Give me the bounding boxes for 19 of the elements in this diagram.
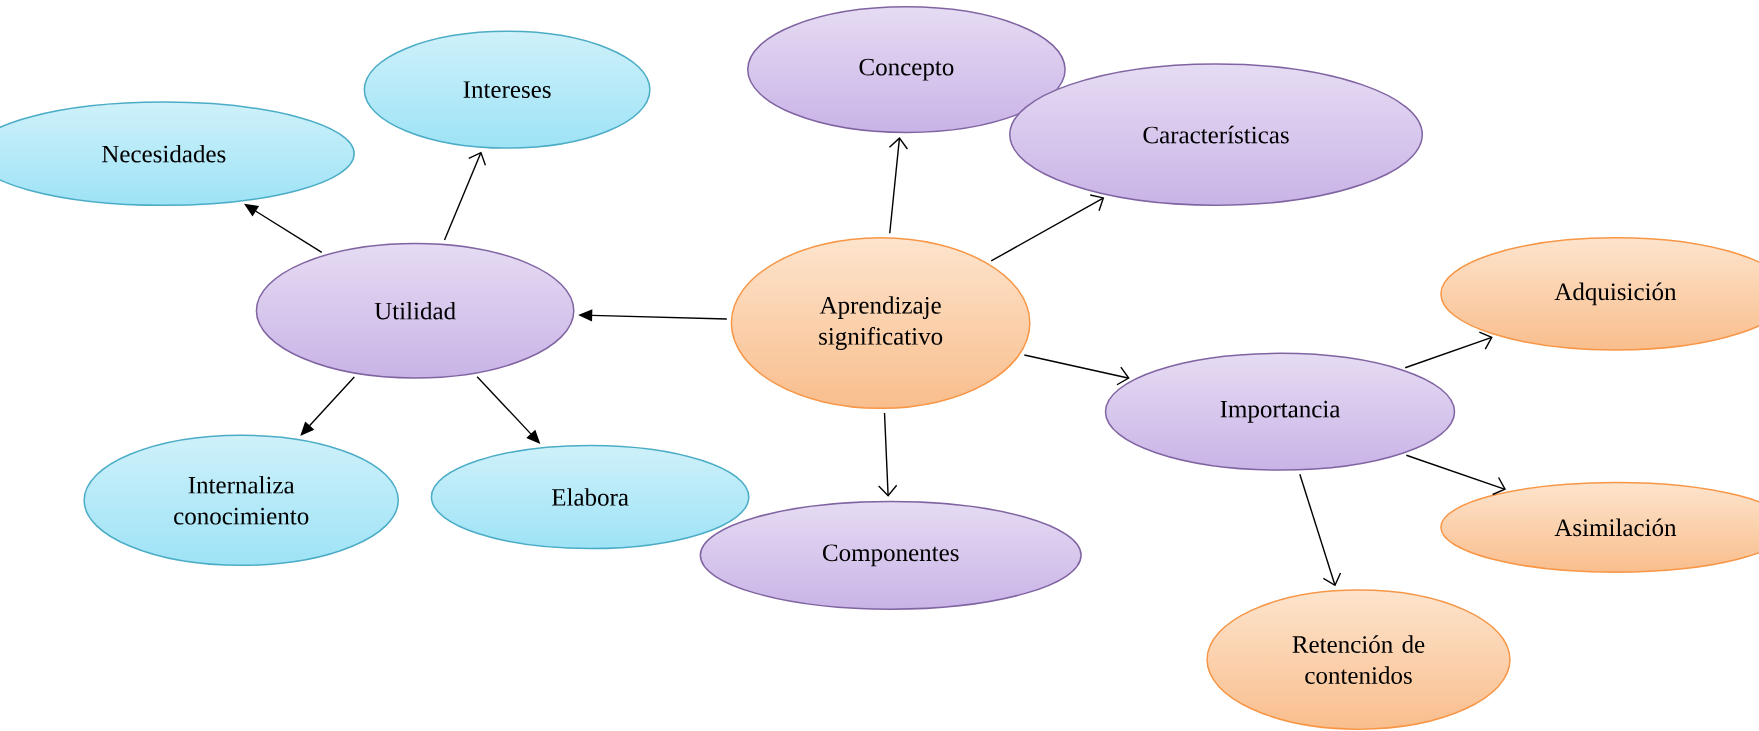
ellipse-node: Utilidad: [255, 242, 575, 379]
ellipse-node: Elabora: [430, 444, 750, 550]
ellipse-node: Intereses: [363, 30, 651, 149]
ellipse-node: Concepto: [747, 6, 1066, 134]
ellipse-node: Características: [1009, 63, 1424, 206]
arrow: [1299, 473, 1342, 587]
arrow: [990, 194, 1105, 262]
ellipse-node: Componentes: [699, 500, 1082, 610]
arrow: [443, 151, 487, 241]
arrow: [1404, 331, 1493, 369]
arrow: [878, 412, 898, 497]
arrow: [1023, 354, 1130, 386]
ellipse-node: Aprendizaje significativo: [730, 237, 1031, 410]
ellipse-node: Internaliza conocimiento: [83, 434, 399, 567]
ellipse-node: Retención de contenidos: [1206, 589, 1511, 730]
ellipse-node: Importancia: [1104, 352, 1456, 471]
arrow: [888, 137, 909, 234]
arrow: [300, 376, 355, 436]
arrow: [1405, 454, 1507, 496]
